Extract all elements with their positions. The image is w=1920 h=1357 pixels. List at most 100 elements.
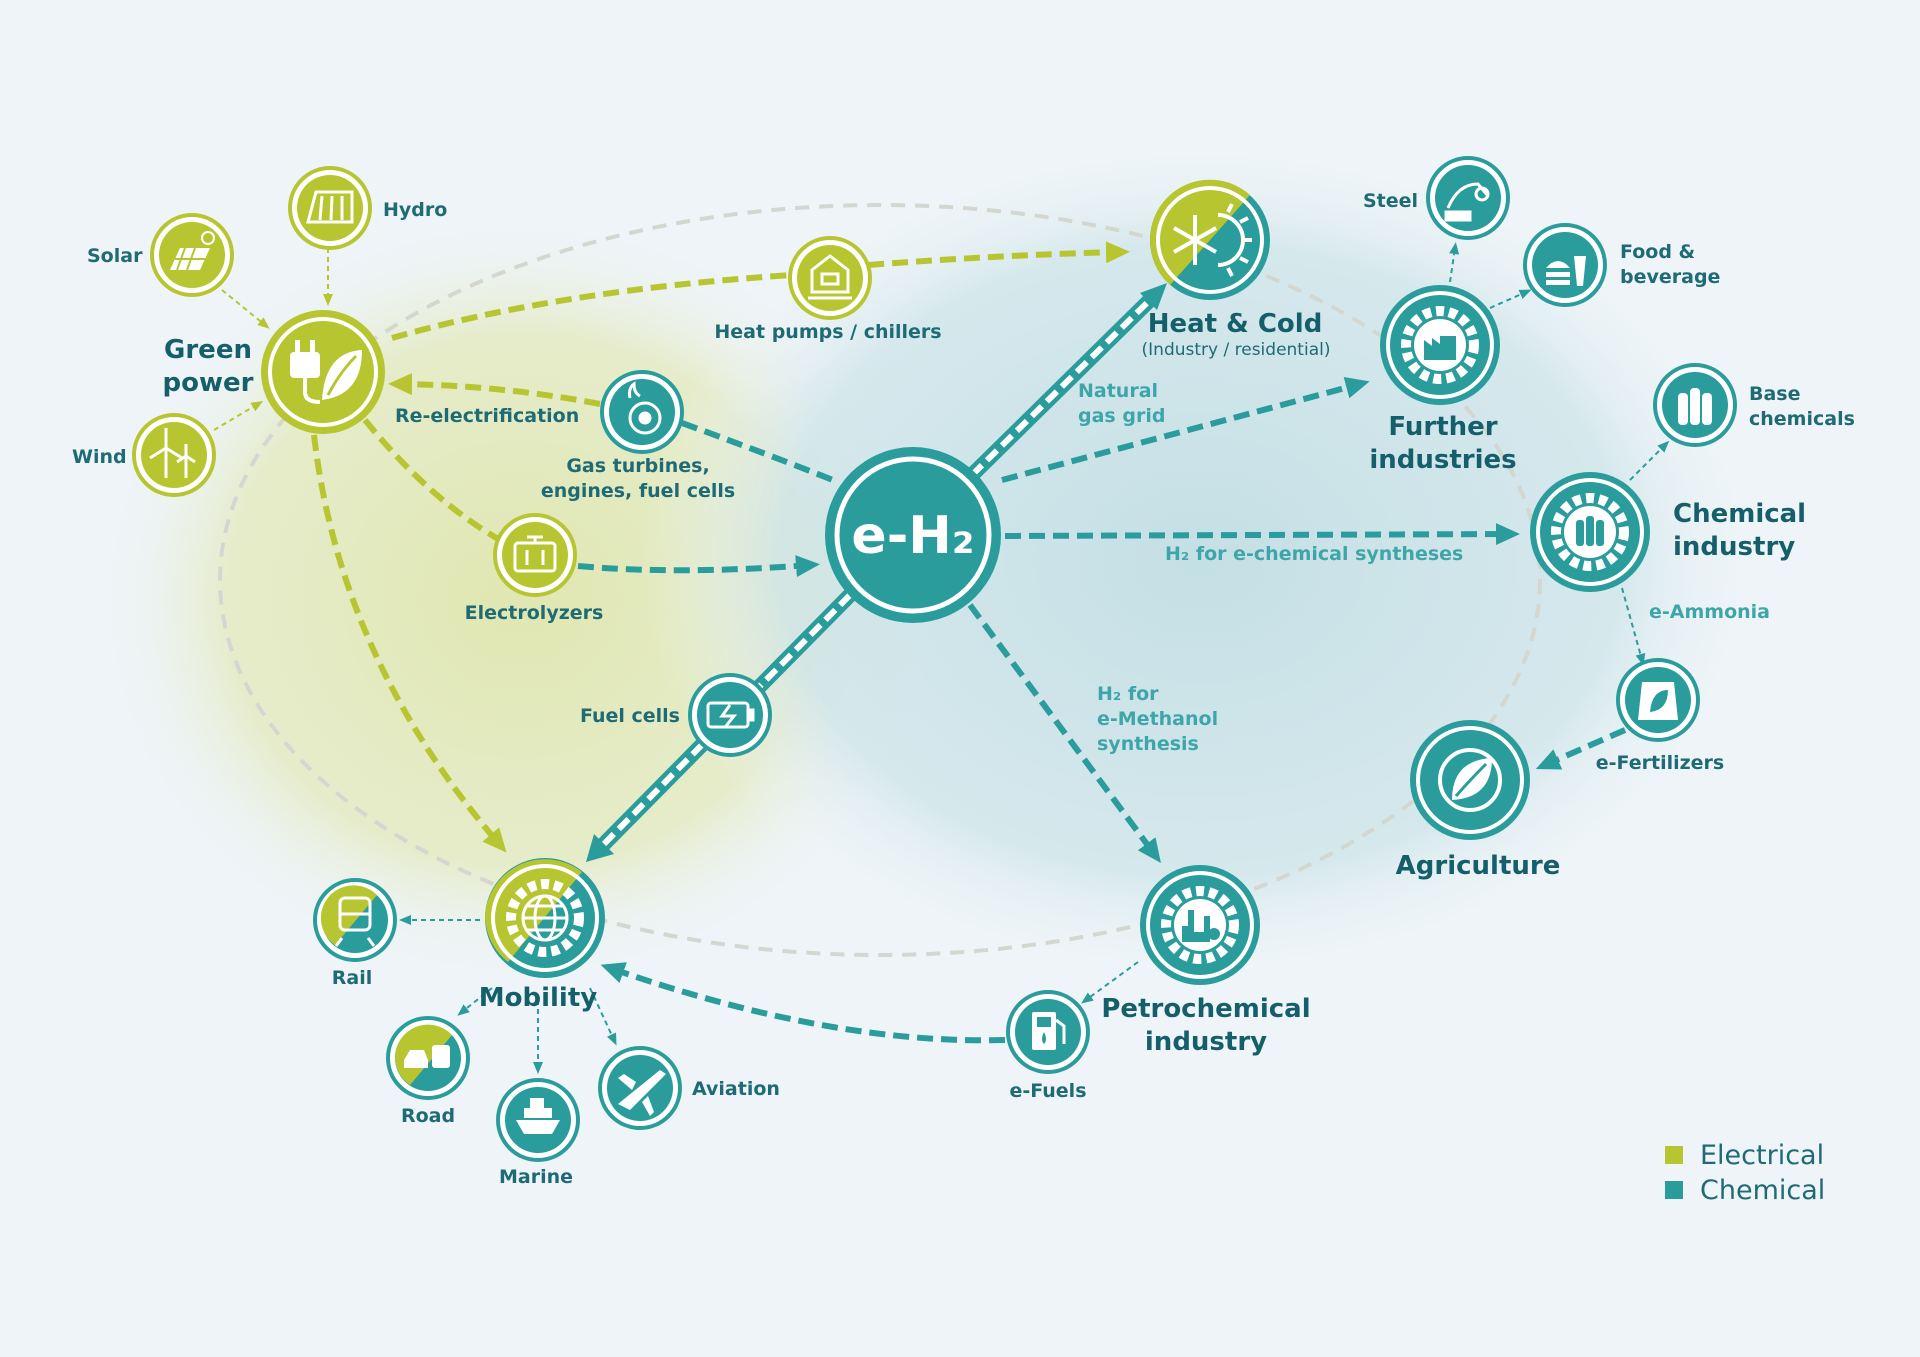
electrolyzers-label: Electrolyzers [465,602,604,624]
e-fertilizers-node [1616,658,1700,742]
heat-cold-label: Heat & Cold [1148,309,1323,339]
aviation-label: Aviation [692,1078,780,1100]
flow-hub-to-petrochemical [967,603,1161,864]
flow-hub-to-further-industries [1001,377,1370,483]
agriculture-node [1410,720,1530,840]
link-e-fuels [1081,961,1139,1004]
heat-pumps-label: Heat pumps / chillers [714,321,941,343]
base-chemicals-label-1: Base [1749,383,1801,405]
legend: Electrical Chemical [1665,1140,1825,1206]
battery-charge-icon [706,701,755,729]
heat-pumps-node [788,236,872,320]
heat-cold-node [1149,179,1270,300]
airplane-icon [618,1070,666,1116]
h2-chemical-label: H₂ for e-chemical syntheses [1165,543,1463,565]
electrolyzer-icon [513,535,557,573]
ecosystem-boundary [218,203,1542,957]
link-food [1489,289,1532,309]
hub-node: e-H₂ [825,447,1001,623]
chemical-flows [577,377,1627,1044]
natural-gas-grid-label-2: gas grid [1078,405,1165,427]
hub-title: e-H₂ [851,506,974,566]
flow-reelectrification [388,373,601,407]
fuel-cells-node [688,673,772,757]
hydro-label: Hydro [383,199,447,221]
chemical-sub-links [399,242,1670,1074]
solar-panel-icon [170,231,215,271]
rail-node [313,878,397,962]
steel-label: Steel [1363,190,1418,212]
flow-efuels-to-mobility [600,962,1006,1044]
e-fuels-label: e-Fuels [1009,1080,1086,1102]
gas-turbines-label-2: engines, fuel cells [541,480,735,502]
legend-electrical-swatch [1665,1146,1683,1164]
further-industries-label-2: industries [1369,445,1516,475]
green-power-label-1: Green [164,335,252,365]
link-solar [221,289,270,329]
factory-gear-icon [1401,306,1479,384]
road-label: Road [401,1105,455,1127]
flow-gasturbines-to-hub [680,420,840,485]
base-chemicals-label-2: chemicals [1749,408,1855,430]
aviation-node [598,1046,682,1130]
solar-node [150,213,234,297]
snowflake-sun-icon [1173,203,1252,277]
flow-power-to-mobility [311,434,507,853]
link-steel [1449,242,1460,283]
link-aviation [589,987,617,1046]
fuel-pump-icon [1032,1012,1066,1050]
hydro-node [288,166,372,250]
gas-turbines-node [600,370,684,454]
flow-power-to-heatpumps [391,272,793,341]
legend-chemical-swatch [1665,1181,1683,1199]
steel-node [1426,156,1510,240]
steel-ladle-icon [1444,182,1490,222]
wind-label: Wind [72,446,127,468]
chemical-gear-icon [1551,493,1629,571]
petrochemical-label-2: industry [1145,1027,1267,1057]
e-ammonia-label: e-Ammonia [1649,601,1770,623]
chemical-industry-label-2: industry [1673,532,1795,562]
food-label-2: beverage [1620,266,1720,288]
labels: Green power Solar Hydro Wind Heat pumps … [72,190,1855,1188]
plug-leaf-icon [290,340,362,404]
petrochemical-label-1: Petrochemical [1101,994,1310,1024]
agriculture-label: Agriculture [1396,851,1561,881]
train-icon [334,896,376,947]
food-label-1: Food & [1620,241,1695,263]
rail-label: Rail [332,967,372,989]
flow-fertilizers-to-agriculture [1535,727,1627,770]
gas-turbines-label-1: Gas turbines, [566,455,709,477]
mobility-label: Mobility [479,983,598,1013]
road-node [386,1016,470,1100]
wind-node [132,413,216,497]
methanol-label-2: e-Methanol [1097,708,1218,730]
chemical-industry-label-1: Chemical [1673,499,1806,529]
electrical-flows [311,241,1130,853]
mobility-node [485,858,605,978]
gas-cylinders-icon [1678,388,1712,425]
fuel-cells-label: Fuel cells [580,705,680,727]
natural-gas-grid-arrow [966,283,1167,481]
methanol-label-3: synthesis [1097,733,1199,755]
solar-label: Solar [87,245,143,267]
leaf-icon [1438,748,1502,812]
reelectrification-label: Re-electrification [395,405,579,427]
wind-turbine-icon [149,428,196,478]
methanol-label-1: H₂ for [1097,683,1159,705]
marine-node [496,1078,580,1162]
vehicles-icon [404,1045,450,1068]
electrical-source-links [213,248,333,431]
marine-label: Marine [499,1166,573,1188]
flow-hub-to-chemical [1004,523,1520,546]
link-e-ammonia [1621,587,1646,666]
electrolyzers-node [493,513,577,597]
flow-heatpumps-to-heatcold [867,241,1130,268]
green-power-label-2: power [163,368,254,398]
legend-electrical-label: Electrical [1700,1140,1824,1171]
refinery-gear-icon [1161,886,1239,964]
e-fuels-node [1006,990,1090,1074]
flow-power-to-electrolyzers [362,418,502,543]
